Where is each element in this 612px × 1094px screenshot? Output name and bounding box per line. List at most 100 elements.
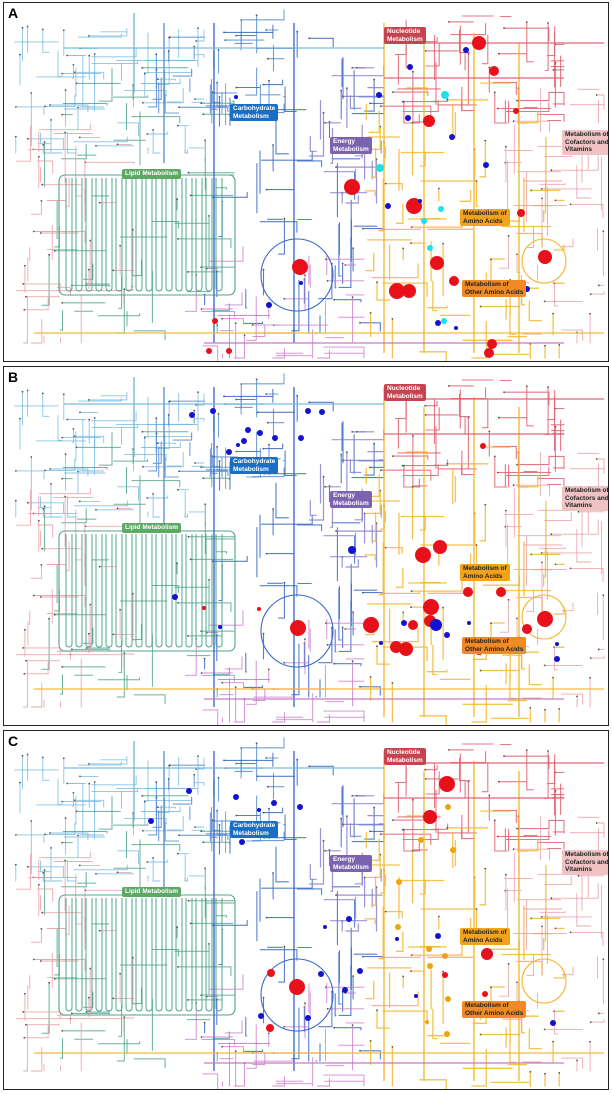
metabolite-marker-down xyxy=(435,933,441,939)
metabolite-marker-cyan xyxy=(441,91,449,99)
label-lipid-metabolism: Lipid Metabolism xyxy=(122,887,182,897)
metabolite-marker-down xyxy=(346,916,352,922)
metabolite-marker-down xyxy=(298,435,304,441)
metabolite-marker-down xyxy=(435,320,441,326)
metabolite-marker-up xyxy=(289,979,305,995)
metabolite-marker-up xyxy=(439,776,455,792)
label-lipid-metabolism: Lipid Metabolism xyxy=(122,169,182,179)
pathway-map xyxy=(14,373,605,725)
metabolite-marker-up xyxy=(430,256,444,270)
metabolite-marker-up xyxy=(480,443,486,449)
metabolite-marker-down xyxy=(257,808,261,812)
metabolite-marker-up xyxy=(257,607,261,611)
metabolite-marker-up xyxy=(363,617,379,633)
panel-letter: C xyxy=(8,733,19,749)
metabolite-marker-up xyxy=(415,547,431,563)
metabolite-markers xyxy=(148,776,556,1037)
pathway-map xyxy=(14,9,605,361)
metabolite-marker-up xyxy=(390,641,402,653)
metabolite-marker-up xyxy=(522,624,532,634)
metabolite-marker-orange xyxy=(425,1020,429,1024)
metabolite-marker-down xyxy=(323,925,327,929)
metabolite-marker-up xyxy=(202,606,206,610)
metabolite-marker-up xyxy=(487,339,497,349)
metabolite-marker-orange xyxy=(444,1031,450,1037)
metabolite-marker-down xyxy=(483,162,489,168)
metabolite-marker-orange xyxy=(395,924,401,930)
metabolite-marker-up xyxy=(484,348,494,358)
metabolite-marker-down xyxy=(266,302,272,308)
tca-cycle xyxy=(260,958,334,1032)
metabolite-marker-down xyxy=(405,115,411,121)
metabolite-marker-down xyxy=(305,1015,311,1021)
metabolite-markers xyxy=(172,408,560,662)
pathway-map xyxy=(14,737,605,1089)
metabolite-marker-up xyxy=(449,276,459,286)
metabolite-marker-down xyxy=(258,1013,264,1019)
metabolite-marker-down xyxy=(348,546,356,554)
metabolite-marker-up xyxy=(290,620,306,636)
urea-cycle xyxy=(521,958,567,1004)
tca-cycle xyxy=(260,238,334,312)
metabolite-marker-down xyxy=(414,994,418,998)
metabolite-marker-down xyxy=(236,443,240,447)
metabolite-marker-down xyxy=(186,788,192,794)
metabolite-marker-up xyxy=(267,969,275,977)
metabolite-marker-up xyxy=(496,587,506,597)
metabolite-marker-cyan xyxy=(441,318,447,324)
pathway-lines xyxy=(14,373,605,725)
metabolite-marker-up xyxy=(433,540,447,554)
metabolite-marker-up xyxy=(344,179,360,195)
metabolite-marker-down xyxy=(376,92,382,98)
metabolite-marker-up xyxy=(292,259,308,275)
metabolite-marker-down xyxy=(226,449,232,455)
metabolite-marker-up xyxy=(481,948,493,960)
label-lipid-metabolism: Lipid Metabolism xyxy=(122,523,182,533)
metabolite-marker-up xyxy=(406,198,422,214)
urea-cycle xyxy=(521,594,567,640)
metabolite-marker-down xyxy=(218,625,222,629)
urea-cycle xyxy=(521,238,567,284)
metabolite-marker-down xyxy=(318,971,324,977)
metabolite-marker-down xyxy=(210,408,216,414)
metabolite-marker-orange xyxy=(426,946,432,952)
metabolite-marker-orange xyxy=(418,837,424,843)
lipid-cycles xyxy=(58,894,236,1016)
metabolite-marker-up xyxy=(517,209,525,217)
metabolite-marker-cyan xyxy=(376,164,384,172)
metabolite-marker-down xyxy=(297,804,303,810)
metabolite-marker-down xyxy=(148,818,154,824)
metabolite-marker-orange xyxy=(445,804,451,810)
metabolite-marker-down xyxy=(379,641,383,645)
metabolite-marker-down xyxy=(299,281,303,285)
metabolite-marker-up xyxy=(423,115,435,127)
metabolite-marker-orange xyxy=(450,847,456,853)
panel-letter: B xyxy=(8,369,19,385)
metabolite-marker-up xyxy=(402,284,416,298)
metabolite-marker-down xyxy=(449,134,455,140)
metabolite-marker-cyan xyxy=(427,245,433,251)
lipid-cycles xyxy=(58,174,236,296)
metabolite-marker-down xyxy=(305,408,311,414)
metabolite-marker-up xyxy=(538,250,552,264)
metabolite-marker-down xyxy=(467,621,471,625)
metabolite-marker-down xyxy=(342,987,348,993)
metabolite-marker-down xyxy=(555,642,559,646)
metabolite-marker-down xyxy=(444,632,450,638)
metabolite-marker-up xyxy=(489,66,499,76)
metabolite-marker-down xyxy=(550,1020,556,1026)
metabolite-marker-down xyxy=(554,656,560,662)
metabolite-marker-up xyxy=(389,283,405,299)
